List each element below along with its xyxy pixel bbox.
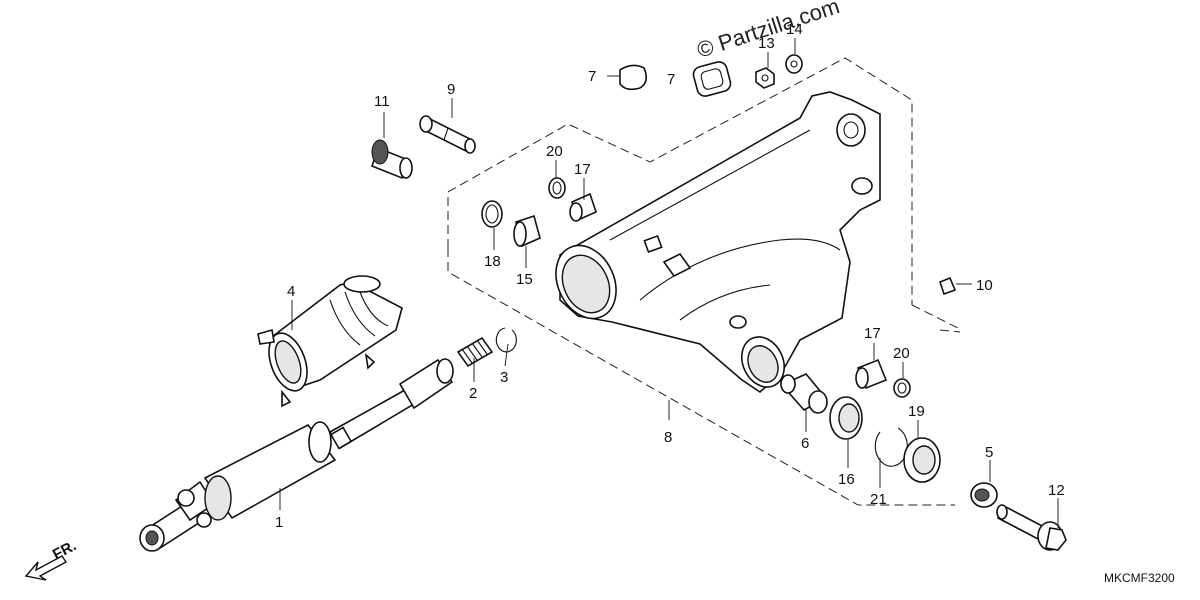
pivot-pin[interactable]: [419, 115, 476, 154]
callout-1: 1: [275, 514, 283, 531]
seal-ring-upper[interactable]: [548, 177, 566, 199]
callout-9: 9: [447, 81, 455, 98]
nut[interactable]: [755, 67, 775, 89]
snap-ring[interactable]: [495, 327, 517, 353]
swing-arm[interactable]: [545, 91, 881, 394]
circlip[interactable]: [874, 427, 908, 467]
washer[interactable]: [785, 54, 803, 74]
callout-16: 16: [838, 471, 855, 488]
spring[interactable]: [456, 336, 494, 368]
cap-right[interactable]: [692, 60, 733, 98]
leader-lines: [279, 38, 1059, 528]
callout-11: 11: [374, 93, 390, 110]
callout-17b: 17: [864, 325, 881, 342]
callout-7b: 7: [667, 71, 675, 88]
collar[interactable]: [780, 373, 828, 414]
flange-bolt[interactable]: [996, 504, 1067, 551]
front-direction-arrow: FR.: [24, 537, 79, 581]
callout-10: 10: [976, 277, 993, 294]
assembly-boundary: [447, 57, 963, 506]
boot[interactable]: [257, 275, 403, 408]
callout-18: 18: [484, 253, 501, 270]
callout-6: 6: [801, 435, 809, 452]
callout-13: 13: [758, 35, 775, 52]
callout-17a: 17: [574, 161, 591, 178]
callout-7a: 7: [588, 68, 596, 85]
drive-shaft[interactable]: [139, 358, 454, 552]
callout-21: 21: [870, 491, 887, 508]
callout-labels: 1 2 3 4 5 6 7 7 8 9 10 11 12 13 14 15 16…: [275, 21, 1065, 531]
dust-seal[interactable]: [481, 200, 503, 228]
callout-20b: 20: [893, 345, 910, 362]
needle-bearing-upper[interactable]: [569, 192, 597, 222]
cap-left[interactable]: [619, 64, 648, 91]
callout-5: 5: [985, 444, 993, 461]
pivot-bushing[interactable]: [371, 139, 413, 180]
diagram-code: MKCMF3200: [1104, 571, 1175, 585]
bearing[interactable]: [513, 214, 541, 248]
callout-2: 2: [469, 385, 477, 402]
callout-19: 19: [908, 403, 925, 420]
callout-12: 12: [1048, 482, 1065, 499]
callout-4: 4: [287, 283, 295, 300]
seal-ring-lower[interactable]: [893, 378, 911, 398]
callout-15: 15: [516, 271, 533, 288]
callout-8: 8: [664, 429, 672, 446]
callout-3: 3: [500, 369, 508, 386]
oil-seal[interactable]: [903, 437, 941, 483]
needle-bearing-lower[interactable]: [855, 358, 888, 390]
ball-bearing[interactable]: [829, 396, 863, 440]
callout-14: 14: [786, 21, 803, 38]
pivot-collar[interactable]: [970, 482, 998, 508]
grease-plug[interactable]: [939, 276, 957, 296]
callout-20a: 20: [546, 143, 563, 160]
